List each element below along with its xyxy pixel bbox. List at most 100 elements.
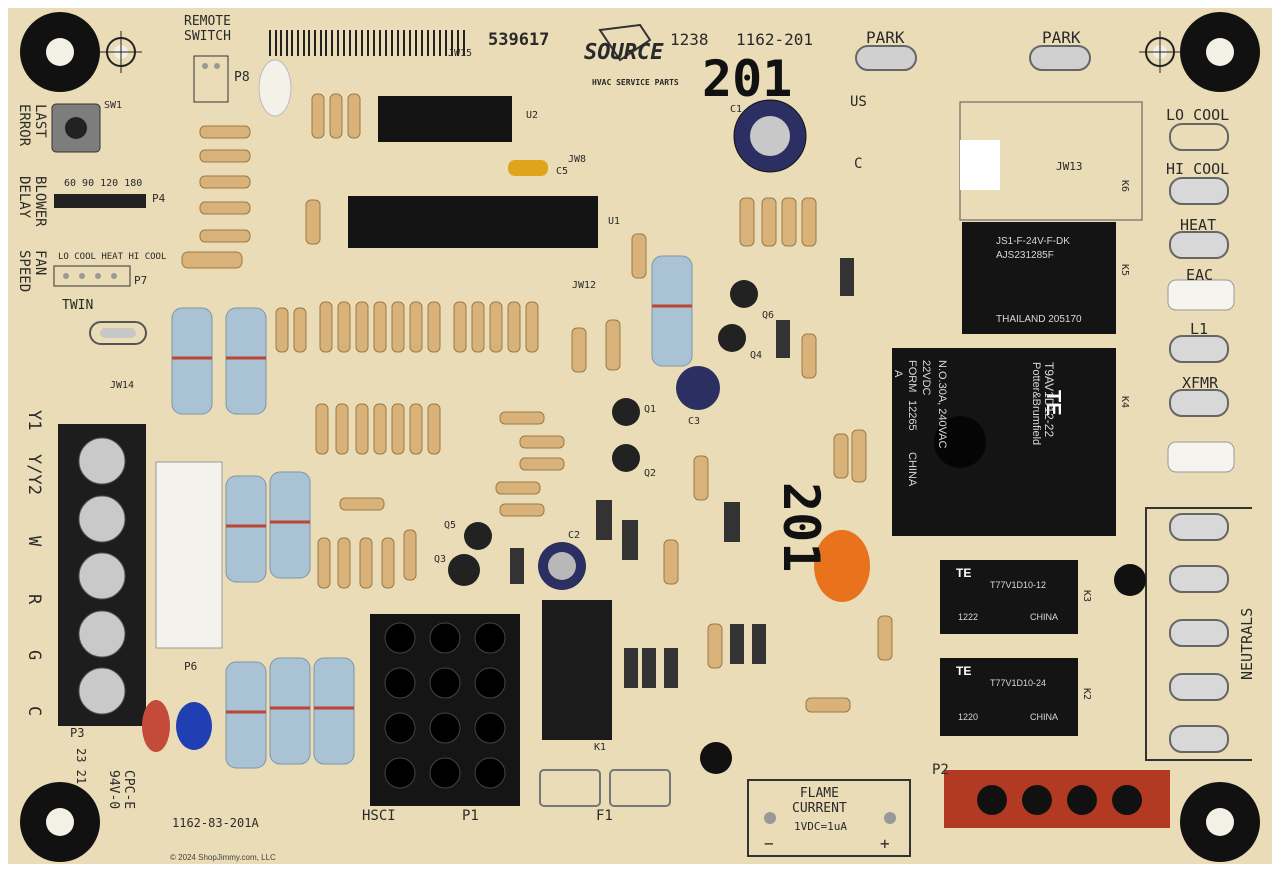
k4-code: 12265 xyxy=(906,400,918,431)
twin-label: TWIN xyxy=(62,298,94,313)
mounting-hole-tr xyxy=(1180,12,1260,92)
k2-relay xyxy=(940,658,1078,736)
jw14-label: JW14 xyxy=(110,380,135,391)
logo-sub: HVAC SERVICE PARTS xyxy=(592,78,679,87)
us-mark: US xyxy=(850,94,867,110)
remote-switch-label: REMOTE SWITCH xyxy=(184,14,231,44)
k1-relay xyxy=(542,600,612,740)
k3-country: CHINA xyxy=(1030,612,1059,622)
p6-label: P6 xyxy=(184,660,198,673)
xfmr-label: XFMR xyxy=(1182,374,1219,392)
terminal-yy2: Y/Y2 xyxy=(24,454,44,495)
hsci-label: HSCI xyxy=(362,808,396,824)
flame-current-box xyxy=(747,779,911,857)
park-label-2: PARK xyxy=(1042,28,1081,47)
q1-label: Q1 xyxy=(644,404,657,415)
l1-label: L1 xyxy=(1190,320,1209,338)
bottom-code: 1162-83-201A xyxy=(172,816,259,830)
k5-relay xyxy=(962,222,1116,334)
xfmr-insulator xyxy=(1167,441,1235,473)
flame-scale-label: 1VDC=1uA xyxy=(794,820,847,833)
terminal-r: R xyxy=(24,594,44,605)
eac-insulator xyxy=(1167,279,1235,311)
p6-connector xyxy=(155,461,223,649)
k5-label: K5 xyxy=(1119,264,1130,277)
mounting-hole-bl xyxy=(20,782,100,862)
p2-label: P2 xyxy=(932,762,949,778)
k2-country: CHINA xyxy=(1030,712,1059,722)
c4-capacitor xyxy=(814,530,870,602)
eac-label: EAC xyxy=(1186,266,1214,284)
k4-rating-1: 22VDC xyxy=(920,360,932,396)
k2-brand: TE xyxy=(956,664,972,678)
u1-label: U1 xyxy=(608,216,621,227)
c1-label: C1 xyxy=(730,104,743,115)
u2-label: U2 xyxy=(526,110,539,121)
k4-rating-3: A xyxy=(892,370,904,378)
heat-label: HEAT xyxy=(1180,216,1217,234)
k5-text-2: AJS231285F xyxy=(996,250,1054,261)
k1-label: K1 xyxy=(594,742,607,753)
big-number: 201 xyxy=(702,50,793,108)
blower-delay-label: BLOWER DELAY xyxy=(16,176,48,227)
p4-label: P4 xyxy=(152,192,166,205)
date-stamp: 23 21 xyxy=(74,748,88,785)
big-number-rotated: 201 xyxy=(772,482,830,573)
k3-relay xyxy=(940,560,1078,634)
model-number: 1162-201 xyxy=(736,30,814,49)
k2-code: 1220 xyxy=(958,712,979,722)
k2-model: T77V1D10-24 xyxy=(990,678,1047,688)
fan-values: LO COOL HEAT HI COOL xyxy=(58,252,167,262)
k3-brand: TE xyxy=(956,566,972,580)
q2-label: Q2 xyxy=(644,468,657,479)
u2-chip xyxy=(378,96,512,142)
k4-model: T9AV1D12-22 xyxy=(1042,362,1056,438)
p8-outline xyxy=(193,55,229,103)
source-logo xyxy=(598,23,652,62)
flammability-mark: CPC-E 94V-0 xyxy=(106,770,136,810)
q3-label: Q3 xyxy=(434,554,447,565)
last-error-label: LAST ERROR xyxy=(16,104,48,147)
barcode xyxy=(268,30,468,58)
jw12-label: JW12 xyxy=(572,280,597,291)
flame-minus: − xyxy=(764,834,774,853)
k4-rating-2: FORM xyxy=(906,360,918,393)
k4-country: CHINA xyxy=(906,452,918,487)
lo-cool-label: LO COOL xyxy=(1166,106,1230,124)
p8-label: P8 xyxy=(234,70,250,85)
c2-label: C2 xyxy=(568,530,581,541)
neutrals-label: NEUTRALS xyxy=(1238,607,1256,680)
c-mark: C xyxy=(854,156,863,172)
terminal-y1: Y1 xyxy=(24,410,44,431)
k3-label: K3 xyxy=(1081,590,1092,603)
mounting-hole-tl xyxy=(20,12,100,92)
delay-values: 60 90 120 180 xyxy=(64,178,143,189)
k3-model: T77V1D10-12 xyxy=(990,580,1047,590)
q4-label: Q4 xyxy=(750,350,763,361)
q6-label: Q6 xyxy=(762,310,775,321)
mounting-hole-br xyxy=(1180,782,1260,862)
hi-cool-label: HI COOL xyxy=(1166,160,1230,178)
jw15-label: JW15 xyxy=(448,48,473,59)
jw8-label: JW8 xyxy=(568,154,587,165)
c3-label: C3 xyxy=(688,416,701,427)
k4-maker: Potter&Brumfield xyxy=(1030,362,1042,446)
q5-label: Q5 xyxy=(444,520,457,531)
k6-label: K6 xyxy=(1119,180,1130,193)
terminal-c: C xyxy=(24,706,44,717)
logo-text: SOURCE xyxy=(584,40,664,65)
terminal-w: W xyxy=(24,536,44,547)
flame-current-label: FLAME CURRENT xyxy=(792,786,847,816)
date-code: 1238 xyxy=(670,30,709,49)
k4-rating-4: N.O.30A, 240VAC xyxy=(936,360,948,449)
k4-label: K4 xyxy=(1119,396,1130,409)
c3-capacitor xyxy=(676,366,720,410)
p7-label: P7 xyxy=(134,274,148,287)
c5-label: C5 xyxy=(556,166,569,177)
p7-header xyxy=(53,265,131,287)
k5-text-3: THAILAND 205170 xyxy=(996,314,1082,325)
f1-label: F1 xyxy=(596,808,613,824)
park-label-1: PARK xyxy=(866,28,905,47)
sw1-label: SW1 xyxy=(104,100,123,111)
